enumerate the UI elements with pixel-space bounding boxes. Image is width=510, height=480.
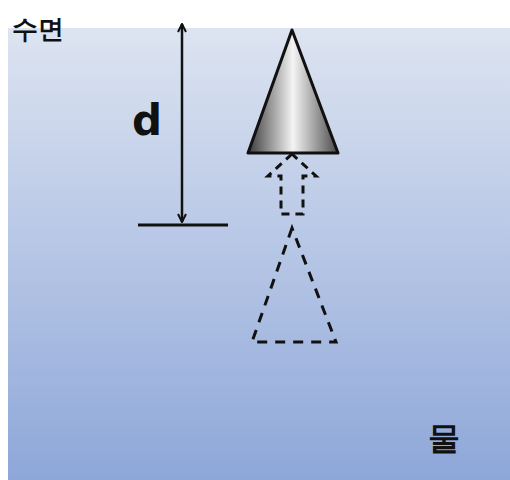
dashed-arrow xyxy=(268,154,316,214)
surface-label: 수면 xyxy=(12,16,64,42)
water-label: 물 xyxy=(428,422,460,454)
cone-object xyxy=(248,30,338,153)
water-region xyxy=(8,28,510,480)
depth-label: d xyxy=(132,100,162,142)
depth-line xyxy=(138,224,228,227)
dashed-cone xyxy=(252,228,336,342)
depth-arrow xyxy=(181,24,184,222)
